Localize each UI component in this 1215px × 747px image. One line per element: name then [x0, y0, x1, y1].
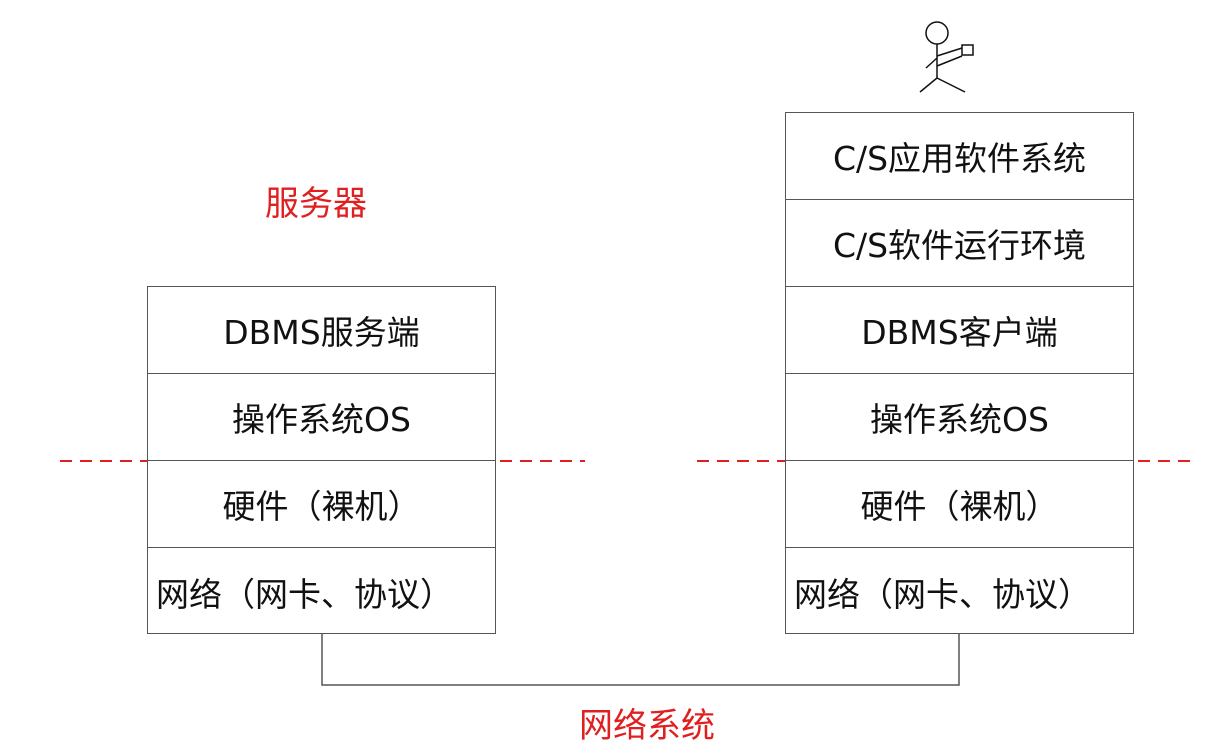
server-label: 服务器 — [265, 184, 367, 224]
server-stack: DBMS服务端 操作系统OS 硬件（裸机） 网络（网卡、协议） — [147, 286, 496, 634]
client-layer-app: C/S应用软件系统 — [786, 113, 1133, 200]
server-layer-dbms: DBMS服务端 — [148, 287, 495, 374]
client-layer-os: 操作系统OS — [786, 374, 1133, 461]
server-layer-hardware: 硬件（裸机） — [148, 461, 495, 548]
client-layer-network: 网络（网卡、协议） — [794, 574, 1091, 614]
server-layer-network: 网络（网卡、协议） — [156, 574, 453, 614]
client-layer-dbms: DBMS客户端 — [786, 287, 1133, 374]
stick-figure-user-icon — [919, 21, 974, 93]
network-label: 网络系统 — [579, 706, 715, 746]
network-connector — [321, 634, 960, 686]
server-layer-os: 操作系统OS — [148, 374, 495, 461]
client-layer-hardware: 硬件（裸机） — [786, 461, 1133, 548]
client-stack: C/S应用软件系统 C/S软件运行环境 DBMS客户端 操作系统OS 硬件（裸机… — [785, 112, 1134, 634]
client-layer-runtime: C/S软件运行环境 — [786, 200, 1133, 287]
